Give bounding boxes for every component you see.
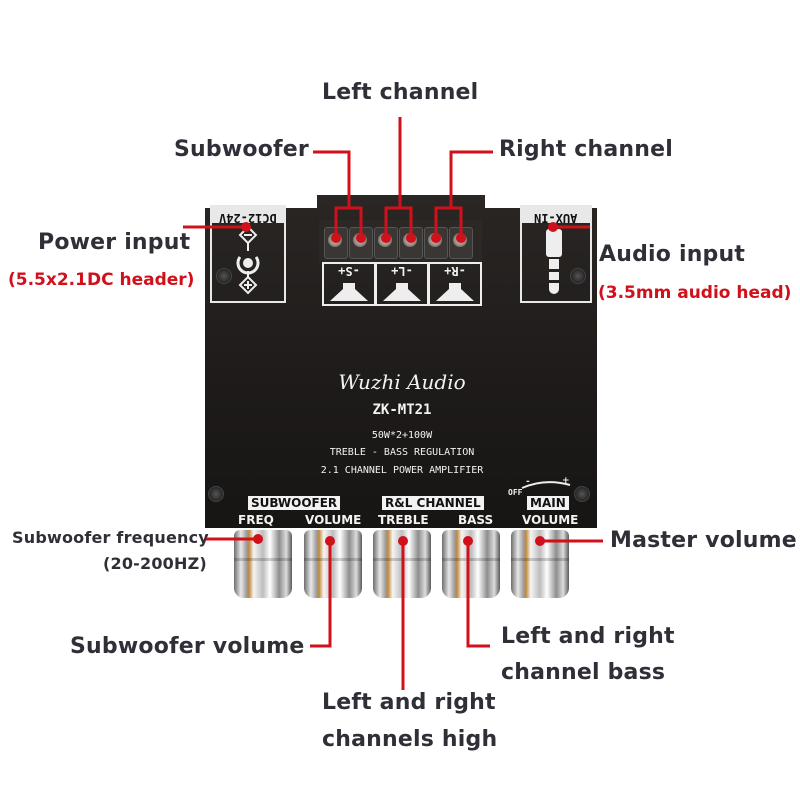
knob-label-treble: TREBLE bbox=[378, 513, 429, 527]
speaker-icon bbox=[330, 283, 368, 301]
terminal-sub-plus[interactable] bbox=[349, 227, 373, 259]
group-label-rl-channel: R&L CHANNEL bbox=[382, 496, 484, 510]
aux-input-jack[interactable]: AUX-IN bbox=[520, 205, 592, 303]
label-master-volume: Master volume bbox=[610, 528, 797, 553]
knob-label-sub-volume: VOLUME bbox=[305, 513, 362, 527]
speaker-icon bbox=[436, 283, 474, 301]
knob-bass[interactable] bbox=[442, 530, 500, 598]
screw-icon bbox=[574, 486, 590, 502]
terminal-sub-minus[interactable] bbox=[324, 227, 348, 259]
speaker-label-left: -L+ bbox=[391, 264, 413, 278]
knob-master-volume[interactable] bbox=[511, 530, 569, 598]
knob-label-main-volume: VOLUME bbox=[522, 513, 579, 527]
terminal-left-plus[interactable] bbox=[399, 227, 423, 259]
power-rating: 50W*2+100W bbox=[371, 430, 433, 441]
dc-polarity-icon bbox=[236, 225, 260, 295]
terminal-left-minus[interactable] bbox=[374, 227, 398, 259]
off-label: OFF bbox=[508, 488, 523, 497]
label-lr-high-line1: Left and right bbox=[322, 690, 496, 715]
knob-subwoofer-volume[interactable] bbox=[304, 530, 362, 598]
knob-subwoofer-frequency[interactable] bbox=[234, 530, 292, 598]
knob-treble[interactable] bbox=[373, 530, 431, 598]
type-text: 2.1 CHANNEL POWER AMPLIFIER bbox=[320, 465, 484, 476]
label-power-input: Power input bbox=[38, 230, 191, 255]
model-name: ZK-MT21 bbox=[372, 402, 432, 418]
speaker-label-sub: -S+ bbox=[338, 264, 360, 278]
group-label-main: MAIN bbox=[527, 496, 569, 510]
label-subwoofer-frequency-range: (20-200HZ) bbox=[103, 554, 207, 573]
speaker-label-right: -R+ bbox=[444, 264, 466, 278]
knob-label-freq: FREQ bbox=[238, 513, 274, 527]
terminal-right-plus[interactable] bbox=[449, 227, 473, 259]
label-audio-input: Audio input bbox=[599, 242, 746, 267]
label-lr-high-line2: channels high bbox=[322, 727, 498, 752]
label-subwoofer-volume: Subwoofer volume bbox=[70, 634, 305, 659]
label-left-channel: Left channel bbox=[322, 80, 479, 105]
knob-label-bass: BASS bbox=[458, 513, 494, 527]
label-subwoofer-frequency: Subwoofer frequency bbox=[12, 528, 209, 547]
label-lr-bass-line2: channel bass bbox=[501, 660, 666, 685]
brand-logo: Wuzhi Audio bbox=[338, 370, 466, 394]
dc-label: DC12-24V bbox=[219, 211, 277, 225]
terminal-right-minus[interactable] bbox=[424, 227, 448, 259]
screw-icon bbox=[570, 268, 586, 284]
label-subwoofer: Subwoofer bbox=[174, 137, 309, 162]
speaker-box-sub: -S+ bbox=[322, 262, 376, 306]
speaker-box-left: -L+ bbox=[375, 262, 429, 306]
feature-text: TREBLE - BASS REGULATION bbox=[329, 447, 475, 458]
label-power-input-detail: (5.5x2.1DC header) bbox=[8, 270, 195, 290]
label-lr-bass-line1: Left and right bbox=[501, 624, 675, 649]
audio-jack-icon bbox=[546, 229, 562, 294]
group-label-subwoofer: SUBWOOFER bbox=[248, 496, 341, 510]
dc-power-jack[interactable]: DC12-24V bbox=[210, 205, 286, 303]
screw-icon bbox=[208, 486, 224, 502]
label-audio-input-detail: (3.5mm audio head) bbox=[598, 283, 792, 303]
label-right-channel: Right channel bbox=[499, 137, 674, 162]
screw-icon bbox=[216, 268, 232, 284]
aux-label: AUX-IN bbox=[534, 211, 578, 225]
speaker-icon bbox=[383, 283, 421, 301]
speaker-box-right: -R+ bbox=[428, 262, 482, 306]
